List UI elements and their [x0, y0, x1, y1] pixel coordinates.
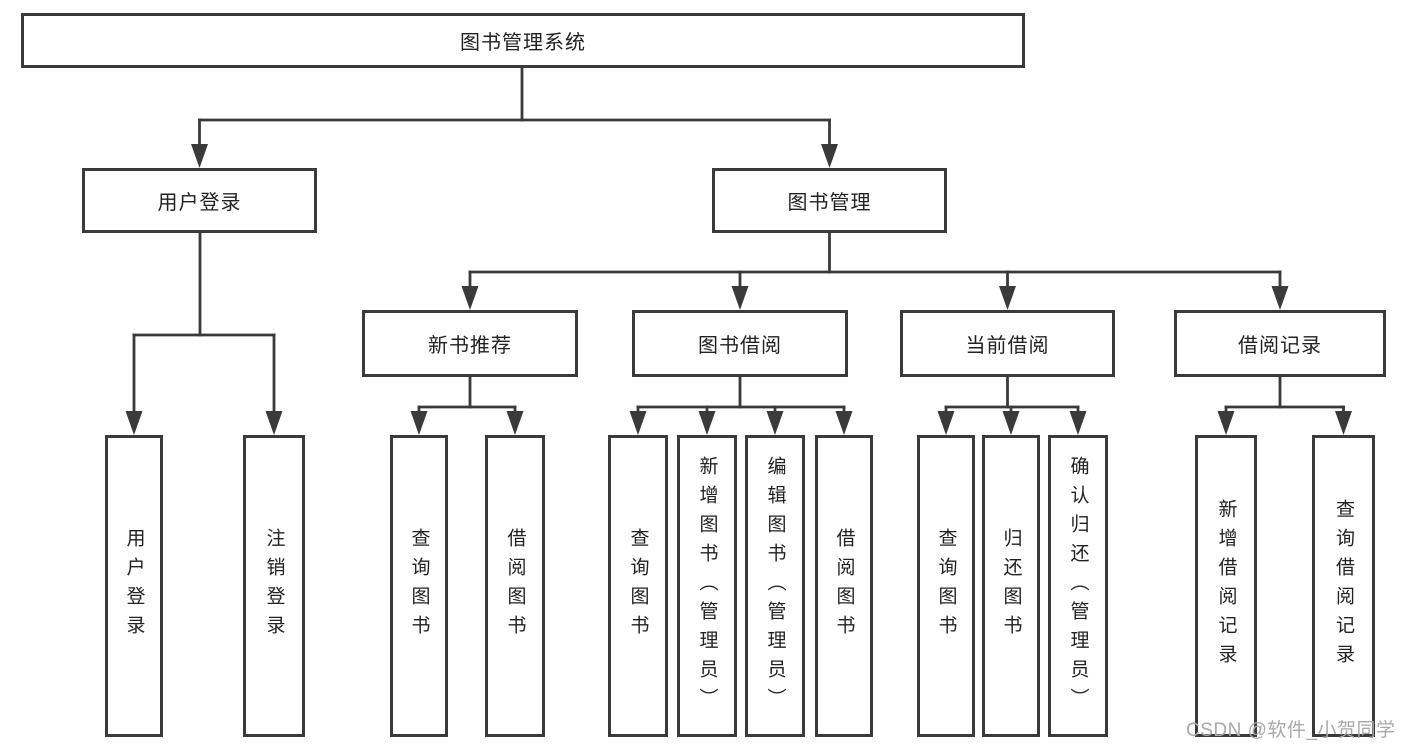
- node-user-login: 用户登录: [82, 168, 317, 233]
- leaf-newbook-query-books-label: 查询图书: [408, 528, 430, 644]
- leaf-newbook-query-books: 查询图书: [390, 435, 448, 737]
- node-book-management-label: 图书管理: [787, 192, 872, 214]
- leaf-borrow-query-books-label: 查询图书: [627, 528, 649, 644]
- watermark-text: CSDN @软件_小贺同学: [1186, 720, 1396, 741]
- leaf-current-return-books: 归还图书: [982, 435, 1040, 737]
- node-current-borrowing: 当前借阅: [900, 310, 1115, 377]
- leaf-user-login: 用户登录: [105, 435, 163, 737]
- leaf-borrow-add-books-admin-label: 新增图书（管理员）: [696, 455, 718, 717]
- leaf-user-login-label: 用户登录: [123, 528, 145, 644]
- node-current-borrowing-label: 当前借阅: [965, 335, 1050, 357]
- node-book-borrowing-label: 图书借阅: [698, 335, 782, 357]
- leaf-newbook-borrow-books-label: 借阅图书: [504, 528, 526, 644]
- leaf-current-confirm-return-admin-label: 确认归还（管理员）: [1067, 455, 1089, 717]
- leaf-borrow-borrow-books: 借阅图书: [815, 435, 873, 737]
- node-book-borrowing: 图书借阅: [632, 310, 848, 377]
- node-user-login-label: 用户登录: [157, 192, 242, 214]
- leaf-borrow-add-books-admin: 新增图书（管理员）: [677, 435, 737, 737]
- node-new-book-recommend-label: 新书推荐: [428, 335, 512, 357]
- node-borrowing-records: 借阅记录: [1174, 310, 1386, 377]
- node-book-management: 图书管理: [712, 168, 947, 233]
- leaf-records-query-record-label: 查询借阅记录: [1333, 499, 1354, 673]
- leaf-borrow-borrow-books-label: 借阅图书: [833, 528, 855, 644]
- node-root: 图书管理系统: [21, 13, 1025, 68]
- leaf-newbook-borrow-books: 借阅图书: [485, 435, 545, 737]
- leaf-current-query-books: 查询图书: [917, 435, 975, 737]
- leaf-current-confirm-return-admin: 确认归还（管理员）: [1048, 435, 1108, 737]
- leaf-records-add-record: 新增借阅记录: [1195, 435, 1257, 737]
- leaf-records-add-record-label: 新增借阅记录: [1215, 499, 1237, 673]
- leaf-current-return-books-label: 归还图书: [1000, 528, 1022, 644]
- leaf-borrow-edit-books-admin: 编辑图书（管理员）: [745, 435, 805, 737]
- leaf-records-query-record: 查询借阅记录: [1312, 435, 1375, 737]
- leaf-logout-label: 注销登录: [263, 528, 285, 644]
- leaf-borrow-query-books: 查询图书: [608, 435, 668, 737]
- node-new-book-recommend: 新书推荐: [362, 310, 578, 377]
- leaf-borrow-edit-books-admin-label: 编辑图书（管理员）: [764, 455, 786, 717]
- node-root-label: 图书管理系统: [460, 32, 586, 54]
- leaf-logout: 注销登录: [243, 435, 305, 737]
- node-borrowing-records-label: 借阅记录: [1238, 335, 1322, 357]
- leaf-current-query-books-label: 查询图书: [935, 528, 957, 644]
